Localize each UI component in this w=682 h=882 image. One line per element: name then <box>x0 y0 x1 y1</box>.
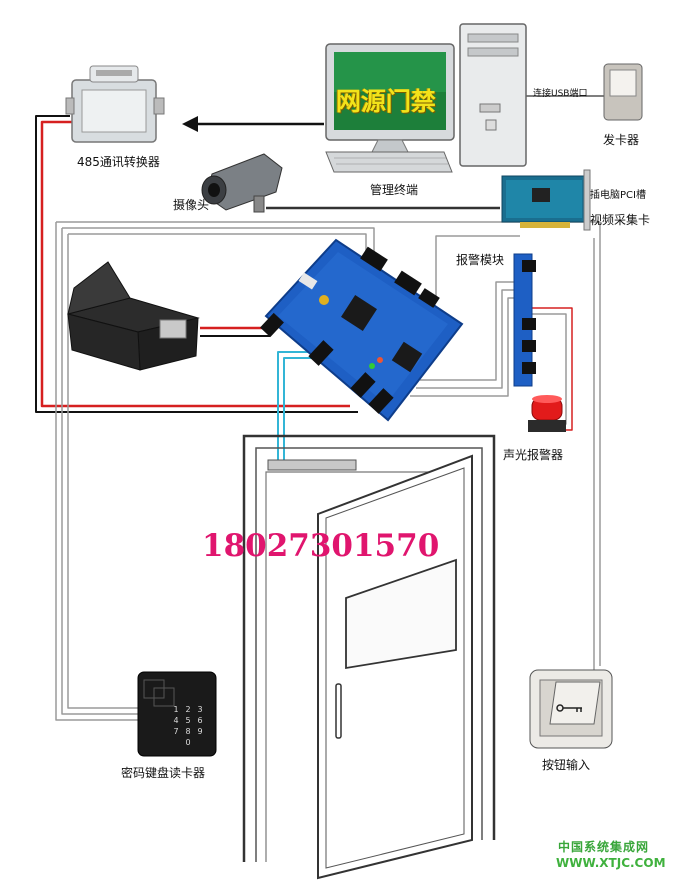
watermark-line2: WWW.XTJC.COM <box>556 856 666 870</box>
top-bus-wire-3 <box>68 233 367 256</box>
converter-signal-wire <box>35 115 358 413</box>
alarm-module <box>513 253 536 387</box>
alarm-module-wire-1 <box>435 235 520 296</box>
camera <box>201 153 283 213</box>
wiring <box>35 95 604 721</box>
pc-tower <box>459 23 527 167</box>
keypad-wire-1 <box>55 222 140 721</box>
keypad-key: 0 <box>185 738 190 747</box>
watermark-line1: 中国系统集成网 <box>558 840 650 854</box>
video-capture-card <box>501 169 591 231</box>
keypad-wire-3 <box>67 234 140 709</box>
controller-board <box>260 238 464 422</box>
exit-button-label: 按钮输入 <box>542 758 591 772</box>
door <box>242 434 496 880</box>
siren-label: 声光报警器 <box>503 448 564 462</box>
siren-wire-red <box>530 307 573 431</box>
keypad-key: 9 <box>197 727 202 736</box>
converter-label: 485通讯转换器 <box>77 155 160 169</box>
lock-wire-2 <box>283 357 326 470</box>
keypad-key: 7 <box>173 727 178 736</box>
pci-slot-label: 插电脑PCI槽 <box>590 190 646 201</box>
top-bus-wire-1 <box>56 221 601 666</box>
keypad-reader-label: 密码键盘读卡器 <box>121 766 206 780</box>
data-arrow-head <box>182 116 198 132</box>
phone-number: 18027301570 <box>202 528 440 564</box>
keypad-key: 8 <box>185 727 190 736</box>
keypad-key: 6 <box>197 716 202 725</box>
keypad-key: 4 <box>173 716 178 725</box>
converter-485 <box>65 65 165 143</box>
management-terminal <box>325 43 455 173</box>
terminal-label: 管理终端 <box>370 183 419 197</box>
alarm-module-wire-2 <box>420 281 516 381</box>
camera-label: 摄像头 <box>173 198 210 212</box>
keypad-key: 3 <box>197 705 202 714</box>
converter-power-wire <box>40 120 350 408</box>
siren <box>528 395 566 432</box>
alarm-module-wire-3 <box>416 289 516 389</box>
alarm-module-label: 报警模块 <box>456 253 505 267</box>
exit-button-device <box>529 669 613 749</box>
keypad-wire-2 <box>61 228 140 715</box>
top-bus-wire-2 <box>62 227 375 254</box>
power-lock-box <box>67 261 200 371</box>
card-issuer <box>603 63 643 121</box>
capture-card-label: 视频采集卡 <box>590 213 651 227</box>
keypad-key: 5 <box>185 716 190 725</box>
keypad-key: 1 <box>173 705 178 714</box>
software-brand-text: 网源门禁 <box>336 87 437 116</box>
alarm-module-wire-4 <box>410 297 516 397</box>
keypad-key: 2 <box>185 705 190 714</box>
card-issuer-label: 发卡器 <box>603 133 640 147</box>
usb-label: 连接USB端口 <box>533 89 588 99</box>
